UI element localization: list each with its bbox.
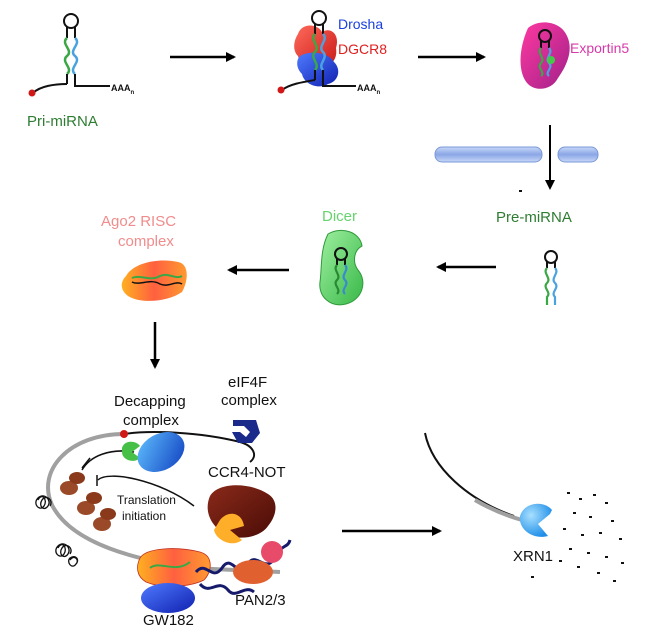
translation-label-line1: Translation <box>117 493 176 507</box>
ago2-risc-complex <box>121 260 187 301</box>
drosha-polya: AAAn <box>357 83 381 96</box>
gw182-label: GW182 <box>143 612 194 629</box>
dicer-label: Dicer <box>322 208 357 225</box>
decapping-label-line1: Decapping <box>114 393 186 410</box>
exportin5-label: Exportin5 <box>570 40 629 56</box>
eif4f-label-line2: complex <box>221 392 277 409</box>
xrn1-label: XRN1 <box>513 548 553 565</box>
ccr4-not-label: CCR4-NOT <box>208 464 286 481</box>
eif4f-complex-shape <box>232 420 260 443</box>
pan23-label: PAN2/3 <box>235 592 286 609</box>
translation-label-line2: initiation <box>122 509 166 523</box>
rna-fragments <box>519 190 624 582</box>
pri-mirna-label: Pri-miRNA <box>27 113 98 130</box>
ago2-label-line1: Ago2 RISC <box>101 213 176 230</box>
decapping-label-line2: complex <box>123 412 179 429</box>
pan23-complex <box>214 513 283 584</box>
nascent-peptides <box>35 495 79 567</box>
ago2-on-mrna <box>137 548 211 613</box>
dicer-complex <box>319 230 364 306</box>
drosha-dgcr8-complex <box>277 10 356 94</box>
eif4f-label-line1: eIF4F <box>228 374 267 391</box>
exportin5-complex <box>520 22 570 89</box>
pre-mirna-hairpin <box>544 250 558 305</box>
dgcr8-label: DGCR8 <box>338 41 387 57</box>
ribosomes <box>60 472 116 531</box>
pre-mirna-label: Pre-miRNA <box>496 209 572 226</box>
decapping-complex-shape <box>137 432 185 472</box>
nuclear-membrane <box>434 146 599 163</box>
ago2-label-line2: complex <box>118 233 174 250</box>
drosha-label: Drosha <box>338 16 383 32</box>
pri-mirna-structure <box>28 13 110 97</box>
pri-mirna-polya: AAAn <box>111 83 135 96</box>
xrn1-decay <box>424 432 552 537</box>
mrna-cap <box>120 430 140 461</box>
